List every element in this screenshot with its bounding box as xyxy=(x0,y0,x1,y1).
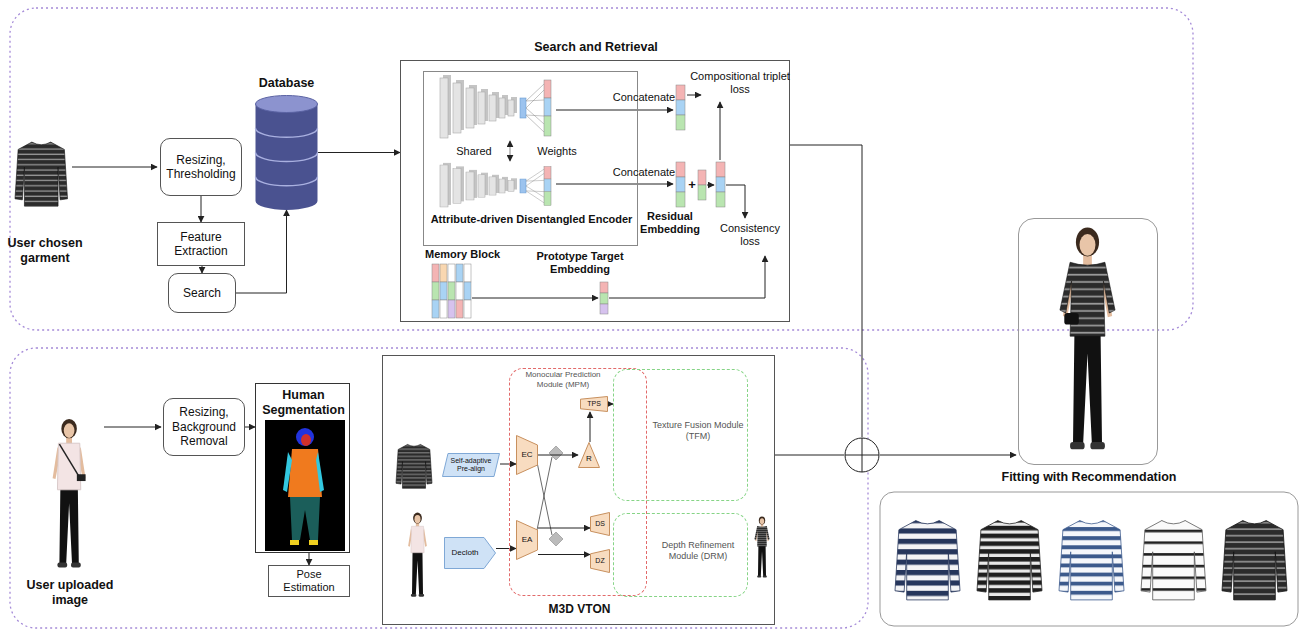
text-holder: Concatenate xyxy=(606,91,682,104)
text-holder: Memory Block xyxy=(425,248,515,261)
annotation-label: Memory Block xyxy=(425,248,515,261)
text-holder: Database xyxy=(240,76,333,91)
node-label: Search and Retrieval xyxy=(401,40,791,55)
node-label: TPS xyxy=(587,400,601,408)
arrow-box: Decloth xyxy=(444,537,496,569)
connector xyxy=(500,464,516,465)
decoder-block: DZ xyxy=(590,549,610,573)
text-holder: Weights xyxy=(522,145,592,158)
annotation-label: Compositional triplet loss xyxy=(690,70,790,96)
encoder-block: EA xyxy=(516,520,538,560)
annotation-label: User uploaded image xyxy=(20,578,120,608)
node-label: Weights xyxy=(522,145,592,158)
node-label: Self-adaptive Pre-align xyxy=(447,457,495,474)
connector xyxy=(538,455,578,456)
annotation-label: Concatenate xyxy=(606,166,682,179)
node-label: Human Segmentation xyxy=(256,388,351,418)
text-holder: Consistency loss xyxy=(712,222,788,248)
process-box: Resizing, Thresholding xyxy=(160,138,242,196)
node-label: M3D VTON xyxy=(383,602,776,616)
module-region: Texture Fusion Module (TFM) xyxy=(613,369,748,501)
text-holder: Prototype Target Embedding xyxy=(518,250,642,276)
text-holder: Shared xyxy=(444,145,504,158)
node-label: Resizing, Thresholding xyxy=(164,153,238,182)
text-holder: Fitting with Recommendation xyxy=(984,470,1194,485)
node-label: DS xyxy=(595,520,605,528)
connector xyxy=(201,196,202,222)
image-box: Human Segmentation xyxy=(255,383,350,553)
network-block: R xyxy=(578,442,600,468)
text-holder: Compositional triplet loss xyxy=(690,70,790,96)
node-label: EC xyxy=(521,450,532,460)
node-label: Database xyxy=(240,76,333,91)
connector xyxy=(590,412,591,442)
process-box: Feature Extraction xyxy=(157,222,245,266)
node-label: Depth Refinement Module (DRM) xyxy=(652,540,744,562)
text-holder: Attribute-driven Disentangled Encoder xyxy=(429,213,634,226)
connector xyxy=(309,553,310,565)
decoder-block: DS xyxy=(590,512,610,536)
node-label: Feature Extraction xyxy=(161,230,241,259)
annotation-label: Prototype Target Embedding xyxy=(518,250,642,276)
group-box: Search and RetrievalSharedWeightsAttribu… xyxy=(400,60,790,322)
node-label: Monocular Prediction Module (MPM) xyxy=(518,370,608,389)
node-label: Decloth xyxy=(451,548,478,558)
annotation-label: User chosen garment xyxy=(0,236,90,266)
annotation-label: Residual Embedding xyxy=(626,210,714,236)
database-cylinder: Database xyxy=(255,95,318,210)
text-holder: Monocular Prediction Module (MPM) xyxy=(518,370,608,389)
annotation-label: + xyxy=(686,177,698,193)
result-box: Fitting with Recommendation xyxy=(1018,218,1158,465)
text-holder: Concatenate xyxy=(606,166,682,179)
module-region: Depth Refinement Module (DRM) xyxy=(613,513,748,597)
text-holder: Texture Fusion Module (TFM) xyxy=(652,420,744,442)
encoder-block: EC xyxy=(516,435,538,475)
text-holder: Residual Embedding xyxy=(626,210,714,236)
annotation-label: Concatenate xyxy=(606,91,682,104)
process-box: Resizing, Background Removal xyxy=(163,398,245,456)
shape-outline xyxy=(255,95,318,210)
text-holder: + xyxy=(686,177,698,193)
text-holder: Human Segmentation xyxy=(256,388,351,418)
node-label: Pose Estimation xyxy=(272,568,346,594)
text-holder: Depth Refinement Module (DRM) xyxy=(652,540,744,562)
node-label: R xyxy=(586,454,592,464)
decoder-block: TPS xyxy=(580,396,608,412)
preprocess-box: Self-adaptive Pre-align xyxy=(442,453,500,477)
connector xyxy=(318,152,400,153)
node-label: Search xyxy=(183,286,221,300)
node-label: Texture Fusion Module (TFM) xyxy=(652,420,744,442)
node-label: Attribute-driven Disentangled Encoder xyxy=(429,213,634,226)
process-box: Search xyxy=(168,273,236,313)
connector xyxy=(538,554,590,555)
node-label: Fitting with Recommendation xyxy=(984,470,1194,485)
process-box: Pose Estimation xyxy=(268,565,350,597)
connector xyxy=(538,528,590,529)
annotation-label: Consistency loss xyxy=(712,222,788,248)
text-holder: User chosen garment xyxy=(0,236,90,266)
connector xyxy=(202,266,203,273)
node-label: Resizing, Background Removal xyxy=(167,405,241,448)
node-label: EA xyxy=(522,535,533,545)
node-label: DZ xyxy=(595,557,604,565)
text-holder: Search and Retrieval xyxy=(401,40,791,55)
encoder-group: Shared WeightsAttribute-driven Disentangl… xyxy=(423,71,638,246)
text-holder: M3D VTON xyxy=(383,602,776,616)
text-holder: User uploaded image xyxy=(20,578,120,608)
group-box: M3D VTON Self-adaptive Pre-alignDecloth Mo… xyxy=(382,355,775,625)
module-region: Monocular Prediction Module (MPM) EC EA TPS… xyxy=(509,368,647,596)
node-label: Shared xyxy=(444,145,504,158)
connector xyxy=(245,427,255,428)
connector xyxy=(496,548,516,549)
